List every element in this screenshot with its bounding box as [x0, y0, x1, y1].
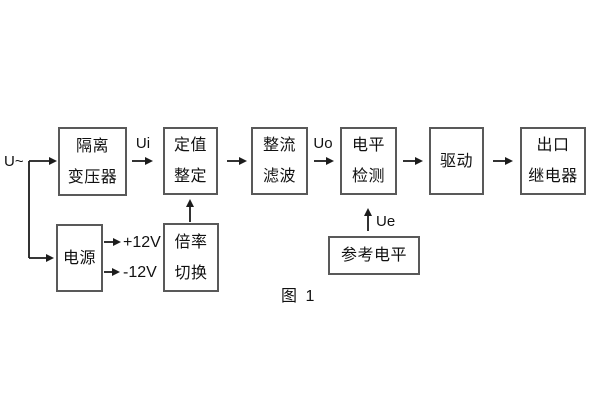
arrow-ui: [132, 157, 153, 165]
arrow-minus-12v: [104, 268, 120, 276]
arrow-level-to-driver: [403, 157, 423, 165]
arrow-plus-12v: [104, 238, 121, 246]
block-level-detection: 电平 检测: [340, 127, 397, 195]
figure-caption: 图 1: [281, 288, 317, 305]
block-isolation-transformer: 隔离 变压器: [58, 127, 127, 196]
block-label: 检测: [351, 168, 385, 185]
block-ratio-switching: 倍率 切换: [163, 223, 219, 292]
block-output-relay: 出口 继电器: [520, 127, 586, 195]
block-power-supply: 电源: [56, 224, 103, 292]
arrow-setting-to-rectifier: [227, 157, 247, 165]
block-value-setting: 定值 整定: [163, 127, 218, 195]
label-ui: Ui: [135, 135, 151, 152]
block-rectifier-filter: 整流 滤波: [251, 127, 308, 195]
arrow-input-to-isolation-transformer: [29, 157, 57, 165]
block-label: 出口: [536, 137, 570, 154]
block-label: 电源: [62, 249, 96, 267]
block-label: 滤波: [262, 168, 296, 185]
block-label: 切换: [174, 264, 208, 282]
block-driver: 驱动: [429, 127, 484, 195]
label-ue: Ue: [376, 213, 396, 230]
block-label: 定值: [173, 137, 207, 154]
block-label: 参考电平: [340, 247, 407, 264]
block-label: 继电器: [528, 168, 578, 185]
block-label: 变压器: [67, 168, 118, 186]
block-label: 整流: [262, 137, 296, 154]
block-label: 驱动: [439, 152, 473, 170]
arrow-ue: [364, 208, 372, 231]
label-input-voltage: U~: [4, 153, 24, 170]
arrow-uo: [314, 157, 334, 165]
block-label: 电平: [351, 137, 385, 154]
arrow-input-to-power-supply: [28, 161, 54, 262]
arrow-ratio-to-setting: [186, 199, 194, 222]
block-label: 倍率: [174, 233, 208, 251]
label-uo: Uo: [313, 135, 333, 152]
arrow-driver-to-relay: [493, 157, 513, 165]
block-reference-level: 参考电平: [328, 236, 420, 275]
label-minus-12v: -12V: [123, 264, 157, 281]
block-label: 整定: [173, 168, 207, 185]
block-label: 隔离: [75, 137, 109, 155]
label-plus-12v: +12V: [123, 234, 161, 251]
